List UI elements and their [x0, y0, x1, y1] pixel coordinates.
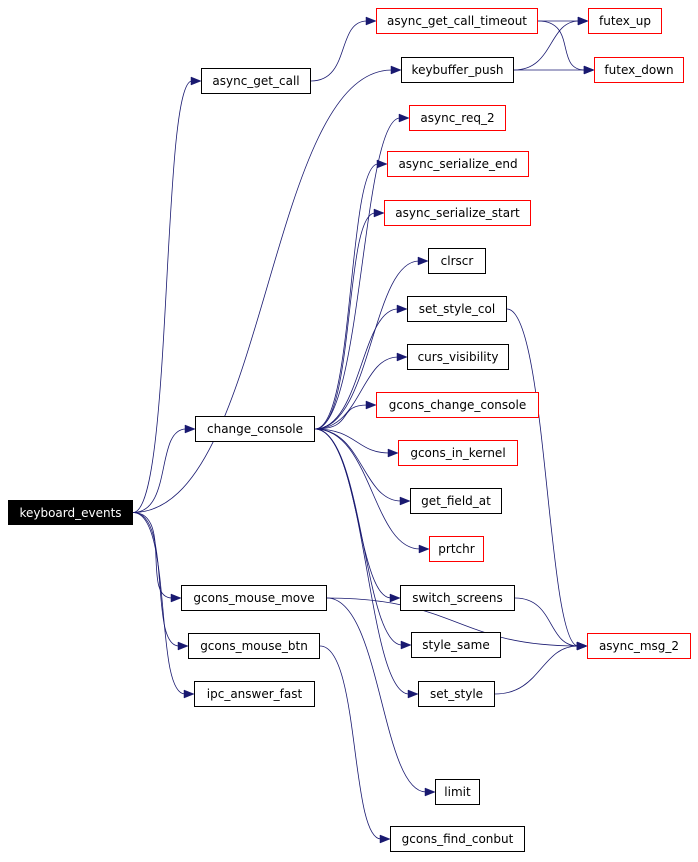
node-async-get-call-timeout[interactable]: async_get_call_timeout [376, 8, 538, 34]
edge-keyboard_events-change_console [132, 428, 187, 513]
node-set-style[interactable]: set_style [418, 681, 495, 707]
node-futex-down[interactable]: futex_down [594, 57, 684, 83]
arrowhead-change_console-switch_screens [389, 593, 401, 603]
edge-keyboard_events-ipc_answer_fast [132, 512, 186, 695]
edge-change_console-set_style_col [314, 308, 399, 430]
node-curs-visibility[interactable]: curs_visibility [407, 344, 509, 370]
edge-change_console-gcons_in_kernel [314, 428, 390, 454]
arrowhead-change_console-gcons_change_console [365, 400, 377, 410]
node-async-get-call[interactable]: async_get_call [201, 68, 311, 94]
arrowhead-async_get_call-async_get_call_timeout [365, 16, 377, 26]
node-limit[interactable]: limit [435, 779, 480, 805]
node-async-msg-2[interactable]: async_msg_2 [587, 633, 691, 659]
node-gcons-mouse-btn[interactable]: gcons_mouse_btn [188, 633, 320, 659]
edge-set_style_col-async_msg_2 [506, 308, 579, 647]
edge-keyboard_events-gcons_mouse_btn [132, 512, 180, 647]
node-gcons-find-conbut[interactable]: gcons_find_conbut [390, 826, 525, 852]
node-gcons-in-kernel[interactable]: gcons_in_kernel [398, 440, 518, 466]
arrowhead-change_console-set_style_col [396, 304, 408, 314]
edge-change_console-set_style [314, 428, 410, 695]
arrowhead-keyboard_events-ipc_answer_fast [183, 689, 195, 699]
arrowhead-change_console-async_req_2 [398, 113, 410, 123]
arrowhead-change_console-gcons_in_kernel [387, 448, 399, 458]
edge-gcons_mouse_move-async_msg_2 [326, 597, 579, 647]
node-set-style-col[interactable]: set_style_col [407, 296, 507, 322]
node-async-req-2[interactable]: async_req_2 [409, 105, 506, 131]
arrowhead-gcons_mouse_move-async_msg_2 [576, 641, 588, 651]
node-gcons-change-console[interactable]: gcons_change_console [376, 392, 539, 418]
edge-keyboard_events-async_get_call [132, 80, 193, 513]
arrowhead-keyboard_events-gcons_mouse_btn [177, 641, 189, 651]
edge-gcons_mouse_move-limit [326, 597, 427, 793]
arrowhead-keyboard_events-change_console [184, 424, 196, 434]
node-clrscr[interactable]: clrscr [428, 248, 486, 274]
node-keybuffer-push[interactable]: keybuffer_push [401, 57, 514, 83]
edge-change_console-async_serialize_end [314, 163, 379, 430]
node-switch-screens[interactable]: switch_screens [400, 585, 515, 611]
arrowhead-keybuffer_push-futex_down [583, 65, 595, 75]
arrowhead-change_console-clrscr [417, 256, 429, 266]
arrowhead-change_console-style_same [400, 640, 412, 650]
node-futex-up[interactable]: futex_up [588, 8, 662, 34]
node-get-field-at[interactable]: get_field_at [410, 488, 502, 514]
node-ipc-answer-fast[interactable]: ipc_answer_fast [194, 681, 315, 707]
edge-change_console-clrscr [314, 260, 420, 430]
edge-async_get_call-async_get_call_timeout [310, 20, 368, 82]
arrowhead-change_console-prtchr [418, 544, 430, 554]
node-change-console[interactable]: change_console [195, 416, 315, 442]
edge-change_console-async_req_2 [314, 117, 401, 430]
edge-gcons_mouse_btn-gcons_find_conbut [319, 645, 382, 840]
arrowhead-change_console-async_serialize_end [376, 159, 388, 169]
edge-change_console-style_same [314, 428, 403, 646]
arrowhead-gcons_mouse_move-limit [424, 787, 436, 797]
edge-change_console-gcons_change_console [314, 404, 368, 430]
edge-keyboard_events-gcons_mouse_move [132, 512, 173, 599]
arrowhead-change_console-curs_visibility [396, 352, 408, 362]
arrowhead-gcons_mouse_btn-gcons_find_conbut [379, 834, 391, 844]
edge-switch_screens-async_msg_2 [514, 597, 579, 647]
arrowhead-keyboard_events-async_get_call [190, 76, 202, 86]
arrowhead-keyboard_events-gcons_mouse_move [170, 593, 182, 603]
edge-change_console-curs_visibility [314, 356, 399, 430]
edge-keybuffer_push-futex_up [513, 20, 580, 71]
node-prtchr[interactable]: prtchr [429, 536, 484, 562]
arrowhead-change_console-get_field_at [399, 496, 411, 506]
node-async-serialize-end[interactable]: async_serialize_end [387, 151, 529, 177]
edge-change_console-async_serialize_start [314, 212, 376, 430]
edge-change_console-get_field_at [314, 428, 402, 502]
node-gcons-mouse-move[interactable]: gcons_mouse_move [181, 585, 327, 611]
arrowhead-change_console-async_serialize_start [373, 208, 385, 218]
arrowhead-keyboard_events-keybuffer_push [390, 65, 402, 75]
node-style-same[interactable]: style_same [411, 632, 501, 658]
edge-async_get_call_timeout-futex_down [537, 20, 586, 71]
edge-set_style-async_msg_2 [494, 645, 579, 695]
edge-change_console-prtchr [314, 428, 421, 550]
node-async-serialize-start[interactable]: async_serialize_start [384, 200, 531, 226]
edge-keyboard_events-keybuffer_push [132, 69, 393, 513]
arrowhead-change_console-set_style [407, 689, 419, 699]
arrowhead-keybuffer_push-futex_up [577, 16, 589, 26]
node-keyboard-events[interactable]: keyboard_events [8, 500, 133, 525]
